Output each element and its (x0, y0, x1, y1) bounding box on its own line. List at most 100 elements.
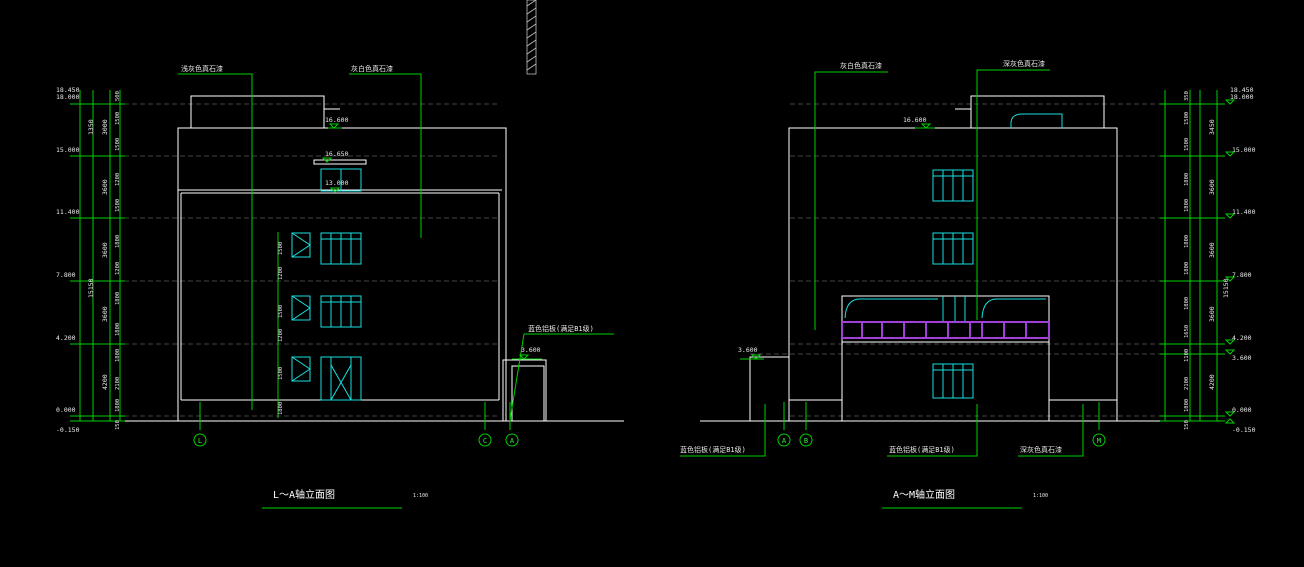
svg-text:150: 150 (1184, 420, 1190, 430)
level-label: 18.450 (56, 86, 80, 94)
svg-text:1500: 1500 (278, 367, 284, 380)
axis-bubble-C (478, 433, 492, 447)
level-label: 7.800 (56, 271, 76, 279)
svg-text:500: 500 (115, 91, 121, 101)
level-label: 18.450 (1230, 86, 1254, 94)
level-label: 18.000 (1230, 93, 1254, 101)
level-label: 4.200 (1232, 334, 1252, 342)
drawing-title: L～A轴立面图 (273, 488, 335, 501)
dim-label: 3000 (101, 119, 109, 135)
building-outline (177, 95, 547, 422)
svg-text:1800: 1800 (1184, 235, 1190, 248)
dim-label: 3600 (101, 242, 109, 258)
dim-label: 3600 (101, 179, 109, 195)
elevation-markers-right (740, 99, 1236, 424)
material-label: 灰白色真石漆 (840, 61, 882, 70)
axis-bubbles-left (193, 433, 519, 447)
elevation-mark: 13.000 (325, 179, 349, 187)
level-label: 11.400 (56, 208, 80, 216)
dim-label: 3600 (1208, 306, 1216, 322)
dim-label: 3600 (1208, 242, 1216, 258)
svg-text:2100: 2100 (1184, 377, 1190, 390)
svg-text:1200: 1200 (278, 267, 284, 280)
material-label: 深灰色真石漆 (1003, 59, 1045, 68)
level-label: 15.000 (56, 146, 80, 154)
axis-bubble-B (799, 433, 813, 447)
svg-text:1500: 1500 (1184, 138, 1190, 151)
labels-right: 灰白色真石漆 深灰色真石漆 蓝色铝板(满足B1级) 蓝色铝板(满足B1级) 深灰… (680, 59, 1256, 501)
blue-aluminum-panel-band (841, 321, 1050, 339)
level-label: -0.150 (56, 426, 80, 434)
svg-text:1800: 1800 (115, 399, 121, 412)
level-label: 11.400 (1232, 208, 1256, 216)
svg-text:1200: 1200 (115, 262, 121, 275)
material-label: 蓝色铝板(满足B1级) (889, 445, 955, 454)
material-label: 浅灰色真石漆 (181, 64, 223, 73)
drawing-scale: 1:100 (413, 493, 428, 499)
svg-text:1800: 1800 (115, 292, 121, 305)
level-label: 0.000 (56, 406, 76, 414)
svg-text:150: 150 (115, 420, 121, 430)
axis-label: L (198, 437, 202, 445)
floor-level-lines (100, 103, 500, 417)
svg-text:1500: 1500 (115, 112, 121, 125)
axis-label: M (1097, 437, 1101, 445)
axis-bubble-A (777, 433, 791, 447)
svg-text:1800: 1800 (115, 235, 121, 248)
floor-level-lines (750, 103, 1190, 417)
elevation-mark: 16.600 (325, 116, 349, 124)
elevation-mark: 3.600 (521, 346, 541, 354)
dimension-chain-left (70, 90, 279, 422)
drawing-scale: 1:100 (1033, 493, 1048, 499)
elevation-mark: 16.650 (325, 150, 349, 158)
svg-text:1800: 1800 (1184, 199, 1190, 212)
dimension-chain-right (1160, 90, 1225, 422)
axis-bubbles-right (777, 433, 1106, 447)
dim-label: 3450 (1208, 119, 1216, 135)
level-label: 4.200 (56, 334, 76, 342)
axis-bubble-M (1092, 433, 1106, 447)
svg-text:1200: 1200 (278, 329, 284, 342)
svg-text:1200: 1200 (115, 173, 121, 186)
svg-text:1800: 1800 (115, 323, 121, 336)
svg-text:1650: 1650 (1184, 325, 1190, 338)
hatched-marker (526, 0, 537, 75)
svg-text:1800: 1800 (1184, 399, 1190, 412)
axis-bubble-L (193, 433, 207, 447)
dim-label: 3600 (101, 306, 109, 322)
svg-text:1500: 1500 (278, 242, 284, 255)
material-label: 灰白色真石漆 (351, 64, 393, 73)
dim-label: 4200 (101, 374, 109, 390)
svg-text:1800: 1800 (1184, 297, 1190, 310)
elevation-right: 350 1500 1500 1800 1800 1800 1800 1800 1… (680, 69, 1236, 509)
svg-text:1800: 1800 (1184, 262, 1190, 275)
level-label: 15.000 (1232, 146, 1256, 154)
elevation-markers-left (321, 123, 542, 360)
drawing-title: A～M轴立面图 (893, 488, 955, 501)
labels-left: 浅灰色真石漆 灰白色真石漆 蓝色铝板(满足B1级) 18.450 18.000 … (56, 64, 594, 501)
axis-label: B (804, 437, 808, 445)
windows-left (291, 168, 362, 401)
svg-text:1100: 1100 (1184, 349, 1190, 362)
leader-lines-right (680, 69, 1100, 457)
svg-text:1500: 1500 (1184, 112, 1190, 125)
axis-label: A (510, 437, 515, 445)
small-dims-left: 500 1500 1500 1200 1500 1800 1200 1800 1… (115, 91, 284, 430)
svg-text:1500: 1500 (115, 138, 121, 151)
svg-text:1500: 1500 (278, 305, 284, 318)
level-label: 7.800 (1232, 271, 1252, 279)
level-label: 3.600 (1232, 354, 1252, 362)
leader-lines-left (178, 73, 614, 430)
svg-text:1800: 1800 (115, 349, 121, 362)
level-label: 0.000 (1232, 406, 1252, 414)
windows-right (841, 169, 1050, 399)
material-label: 蓝色铝板(满足B1级) (680, 445, 746, 454)
svg-text:1800: 1800 (1184, 173, 1190, 186)
dim-label: 3600 (1208, 179, 1216, 195)
canopy-frame (841, 295, 1050, 343)
svg-text:350: 350 (1184, 91, 1190, 101)
dim-label: 15150 (1222, 278, 1230, 298)
axis-label: C (483, 437, 487, 445)
